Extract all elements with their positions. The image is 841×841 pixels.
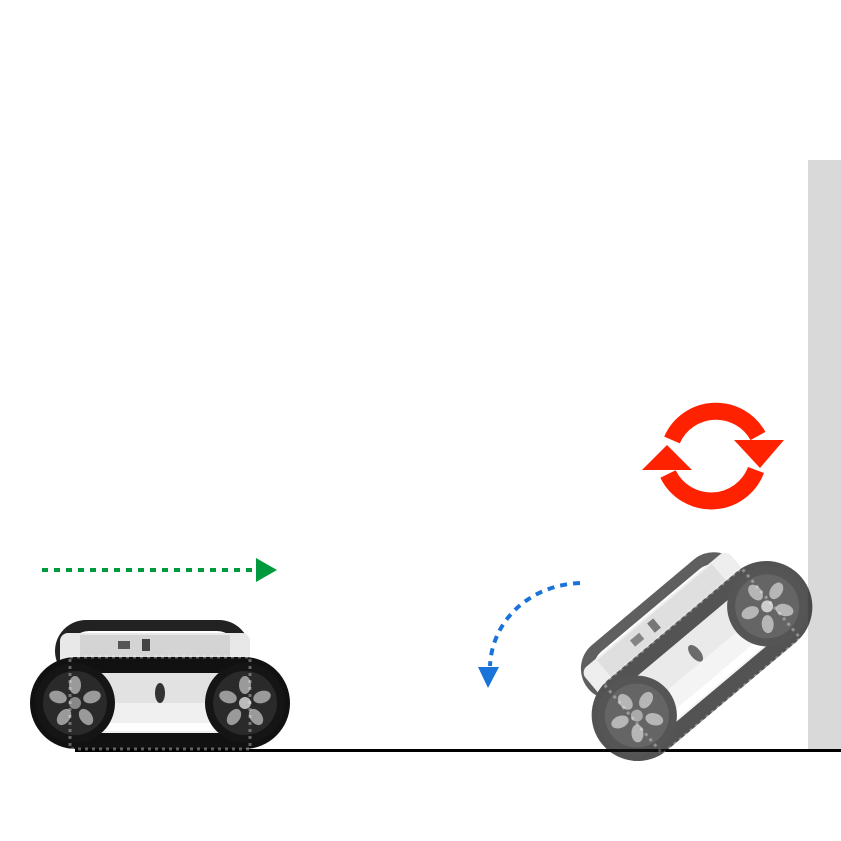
tracked-robot-level	[28, 618, 292, 751]
circular-arrows-rotate-icon	[642, 402, 784, 510]
tracked-robot-climbing	[547, 512, 833, 782]
dotted-arrow-right-icon	[42, 558, 277, 582]
curved-dotted-arrow-down-icon	[478, 581, 581, 688]
ground-line	[75, 749, 841, 752]
wall	[808, 160, 841, 752]
